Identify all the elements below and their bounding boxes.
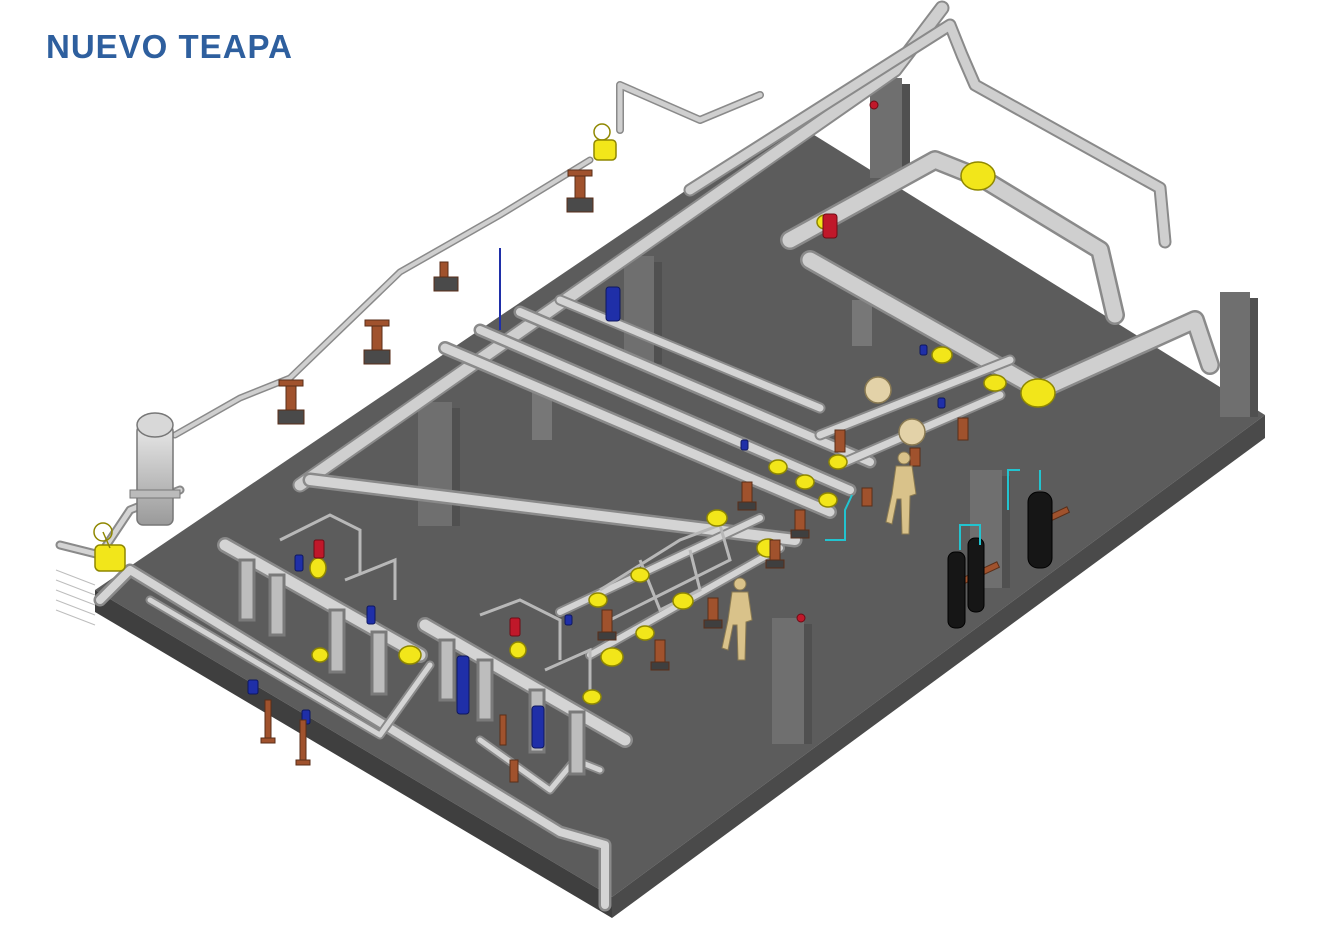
process-pipe — [554, 294, 826, 414]
regulator — [898, 418, 926, 446]
filter-skid — [238, 513, 397, 696]
process-pipe — [513, 305, 877, 469]
pipe-support-icon — [433, 261, 459, 292]
deck-side-face — [612, 415, 1265, 918]
skid-pipe — [417, 617, 633, 748]
instrument-tubing — [825, 469, 1041, 550]
process-pipe — [302, 472, 803, 548]
blue-instruments — [247, 248, 946, 749]
process-pipes — [302, 294, 1016, 660]
worker-figure-icon — [721, 577, 753, 661]
deck-top-face — [95, 120, 1265, 897]
deck-front-face — [95, 590, 612, 918]
ball-valve — [672, 592, 694, 610]
process-pipe — [473, 323, 857, 497]
ball-valve — [398, 645, 422, 665]
instrument — [564, 614, 573, 626]
pipe-support-icon — [703, 597, 723, 629]
pipe-support-icon — [499, 714, 519, 783]
ball-valve — [309, 557, 327, 579]
actuator — [869, 100, 879, 110]
gas-cylinder-icon — [947, 551, 966, 629]
actuator — [313, 539, 325, 559]
actuator — [509, 617, 521, 637]
column — [1220, 292, 1258, 417]
ball-valve — [582, 689, 602, 705]
instrument — [605, 286, 621, 322]
overhead-pipe — [685, 20, 1170, 247]
vertical-vessel — [129, 412, 181, 526]
concrete-deck — [95, 120, 1265, 918]
ball-valve — [588, 592, 608, 608]
column — [852, 300, 872, 346]
ball-valve — [630, 567, 650, 583]
pipe-support-icon — [295, 719, 311, 766]
instrument — [531, 705, 545, 749]
column — [870, 78, 910, 178]
instrument — [247, 679, 259, 695]
filter-skids — [238, 513, 732, 776]
pipe-support-icon — [597, 609, 617, 641]
overhead-pipe — [294, 2, 948, 491]
pipe-support-icon — [363, 319, 391, 365]
ball-valve — [600, 647, 624, 667]
column — [418, 402, 460, 526]
handwheel-valve-icon — [593, 123, 617, 161]
ball-valve — [828, 454, 848, 470]
worker-figure-icon — [885, 451, 917, 535]
instrument — [919, 344, 928, 356]
instrument — [366, 605, 376, 625]
pipe-support-icon — [650, 639, 670, 671]
instrument — [740, 439, 749, 451]
pipe-support-icon — [260, 699, 276, 744]
column — [532, 388, 552, 440]
overhead-pipes — [292, 0, 1172, 493]
instrument — [456, 655, 470, 715]
ball-valve — [931, 346, 953, 364]
skid-pipe — [93, 563, 612, 912]
column — [624, 256, 662, 364]
header-pipe — [802, 252, 1218, 398]
process-pipe — [438, 341, 837, 519]
ball-valve — [509, 641, 527, 659]
instrument — [937, 397, 946, 409]
process-pipe — [814, 354, 1016, 441]
ball-valve — [818, 492, 838, 508]
ball-valve — [635, 625, 655, 641]
ball-valve — [311, 647, 329, 663]
gas-cylinder-icon — [1027, 491, 1053, 569]
pipe-support-icon — [790, 509, 810, 539]
pipe-support-icon — [737, 481, 757, 511]
pipe-support-icon — [277, 379, 305, 425]
gas-cylinder-icon — [967, 537, 985, 613]
ball-valve — [1020, 378, 1056, 408]
inlet-grating — [55, 569, 96, 626]
regulators — [864, 376, 926, 446]
actuators — [313, 100, 879, 637]
instrument — [294, 554, 304, 572]
pipe-support-icon — [834, 429, 873, 507]
ball-valve — [960, 161, 996, 191]
pipe-supports — [260, 169, 1071, 783]
instrument-line — [171, 156, 594, 439]
worker-figures — [721, 451, 917, 661]
overhead-pipe — [617, 82, 763, 133]
ball-valve — [795, 474, 815, 490]
handwheel-valve-icon — [93, 522, 126, 572]
page-title: NUEVO TEAPA — [46, 28, 293, 65]
ball-valve — [706, 509, 728, 527]
actuator — [796, 613, 806, 623]
skid-pipe — [145, 595, 435, 740]
actuator — [822, 213, 838, 239]
gas-cylinders — [947, 491, 1053, 629]
regulator — [864, 376, 892, 404]
pipe-support-icon — [765, 539, 785, 569]
pipe-support-icon — [566, 169, 594, 213]
ball-valve — [768, 459, 788, 475]
column — [772, 618, 812, 744]
ball-valve — [983, 374, 1007, 392]
